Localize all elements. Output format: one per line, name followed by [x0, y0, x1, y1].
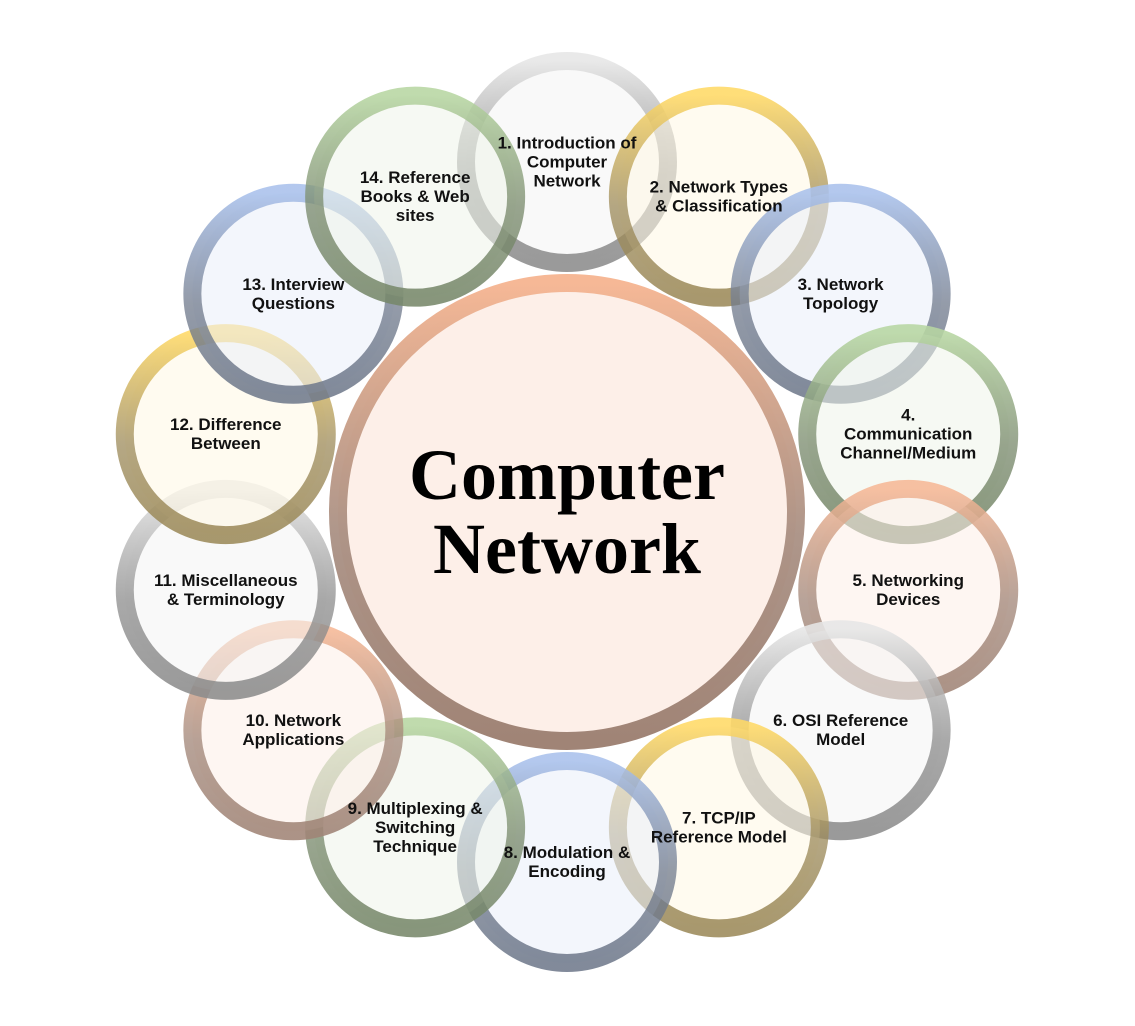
topic-label-11-line-1: 11. Miscellaneous [154, 571, 298, 590]
topic-circle-14 [305, 86, 526, 307]
topic-label-9-line-1: 9. Multiplexing & [348, 799, 483, 818]
center-title-line-2: Network [433, 509, 701, 589]
topic-label-5-line-1: 5. Networking [852, 571, 963, 590]
topic-label-3-line-1: 3. Network [798, 275, 885, 294]
center-circle [329, 274, 805, 750]
topic-label-7-line-2: Reference Model [651, 827, 787, 846]
topic-label-12-line-2: Between [191, 434, 261, 453]
topic-label-4-line-3: Channel/Medium [840, 444, 976, 463]
topic-label-9-line-3: Technique [373, 837, 457, 856]
topic-label-5-line-2: Devices [876, 590, 940, 609]
topic-label-1-line-3: Network [533, 172, 601, 191]
topic-label-8: 8. Modulation &Encoding [504, 843, 631, 881]
topic-label-3-line-2: Topology [803, 294, 879, 313]
topic-label-1-line-2: Computer [527, 153, 608, 172]
topic-label-14-line-2: Books & Web [361, 187, 470, 206]
topic-label-10-line-1: 10. Network [246, 711, 342, 730]
topic-label-10-line-2: Applications [242, 730, 344, 749]
topic-label-6-line-1: 6. OSI Reference [773, 711, 908, 730]
topic-label-1-line-1: 1. Introduction of [498, 134, 637, 153]
topic-label-9-line-2: Switching [375, 818, 455, 837]
topic-label-8-line-1: 8. Modulation & [504, 843, 631, 862]
center-title-line-1: Computer [409, 435, 725, 515]
topic-label-7-line-1: 7. TCP/IP [682, 808, 756, 827]
topic-label-11: 11. Miscellaneous& Terminology [154, 571, 298, 609]
topic-label-4-line-1: 4. [901, 406, 915, 425]
topic-node-14 [305, 86, 526, 307]
topic-label-13-line-2: Questions [252, 294, 335, 313]
topic-label-6-line-2: Model [816, 730, 865, 749]
topic-label-14-line-1: 14. Reference [360, 168, 471, 187]
topic-label-4-line-2: Communication [844, 425, 972, 444]
topic-label-2-line-1: 2. Network Types [650, 178, 789, 197]
topic-label-14-line-3: sites [396, 206, 435, 225]
topic-label-2: 2. Network Types& Classification [650, 178, 789, 216]
topic-label-13-line-1: 13. Interview [242, 275, 345, 294]
topic-label-12-line-1: 12. Difference [170, 415, 282, 434]
topic-label-11-line-2: & Terminology [167, 590, 285, 609]
topic-label-8-line-2: Encoding [528, 862, 605, 881]
topic-label-2-line-2: & Classification [655, 197, 783, 216]
